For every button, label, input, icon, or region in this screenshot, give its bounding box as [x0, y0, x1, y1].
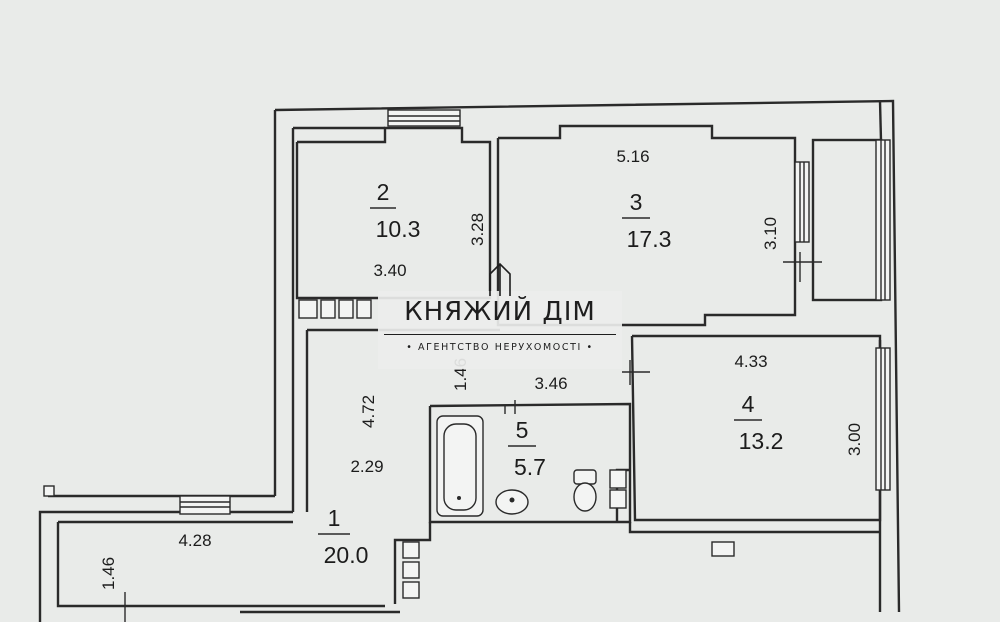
- watermark-divider: [384, 334, 616, 335]
- room-5-number: 5: [516, 417, 529, 443]
- dim-entry-height: 1.46: [99, 557, 118, 590]
- watermark: КНЯЖИЙ ДІМ • АГЕНТСТВО НЕРУХОМОСТІ •: [378, 291, 622, 369]
- room-3-area: 17.3: [627, 226, 672, 252]
- room-4-area: 13.2: [739, 428, 784, 454]
- room-2-walls: [295, 109, 492, 300]
- room-4-number: 4: [742, 391, 755, 417]
- house-logo-icon: [489, 262, 511, 296]
- room-3-number: 3: [630, 189, 643, 215]
- dimension-labels: 3.28 3.40 5.16 3.10 4.33 3.00 3.46 1.46 …: [99, 147, 864, 590]
- room-1-number: 1: [328, 505, 341, 531]
- dim-r2-height: 3.28: [468, 213, 487, 246]
- dim-r3-height: 3.10: [761, 217, 780, 250]
- dim-r3-width: 5.16: [616, 147, 649, 166]
- balcony: [811, 138, 891, 302]
- watermark-subtitle: • АГЕНТСТВО НЕРУХОМОСТІ •: [406, 342, 594, 353]
- dim-r1-height: 4.72: [359, 395, 378, 428]
- dim-r1-width: 2.29: [350, 457, 383, 476]
- room-3-walls: [496, 124, 822, 327]
- watermark-title: КНЯЖИЙ ДІМ: [404, 297, 596, 327]
- room-2-area: 10.3: [376, 216, 421, 242]
- room-2-number: 2: [377, 179, 390, 205]
- room-4-walls: [622, 334, 891, 557]
- room-1-area: 20.0: [324, 542, 369, 568]
- dim-r4-width: 4.33: [734, 352, 767, 371]
- hall-walls: [298, 299, 880, 604]
- dim-r4-height: 3.00: [845, 423, 864, 456]
- dim-entry-width: 4.28: [178, 531, 211, 550]
- room-labels: 2 10.3 3 17.3 4 13.2 5 5.7 1 20.0: [318, 179, 783, 568]
- entry-walls: [43, 485, 400, 622]
- room-5-area: 5.7: [514, 454, 546, 480]
- dim-hall-width: 3.46: [534, 374, 567, 393]
- dim-r2-width: 3.40: [373, 261, 406, 280]
